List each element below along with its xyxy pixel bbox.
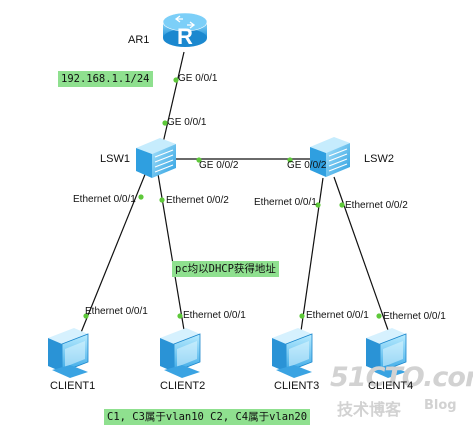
port-client1-eth-label: Ethernet 0/0/1 — [85, 306, 148, 317]
router-icon[interactable]: R — [162, 12, 208, 49]
port-client2-eth-label: Ethernet 0/0/1 — [183, 310, 246, 321]
port-ar1-ge-label: GE 0/0/1 — [178, 73, 218, 84]
port-lsw1-up-label: GE 0/0/1 — [167, 117, 207, 128]
client2-label: CLIENT2 — [160, 380, 206, 392]
pc-client1-icon[interactable] — [48, 328, 89, 378]
port-lsw1-eth2-label: Ethernet 0/0/2 — [166, 195, 229, 206]
link-lsw2-client4 — [333, 176, 389, 331]
port-dots — [83, 77, 382, 319]
svg-text:R: R — [177, 24, 193, 49]
client3-label: CLIENT3 — [274, 380, 320, 392]
port-client4-eth-label: Ethernet 0/0/1 — [383, 311, 446, 322]
switch-lsw2-label: LSW2 — [364, 153, 394, 165]
switch-lsw1-label: LSW1 — [100, 153, 130, 165]
router-ar1-label: AR1 — [128, 34, 150, 46]
switch-lsw1-icon[interactable] — [136, 138, 176, 178]
client1-label: CLIENT1 — [50, 380, 96, 392]
port-lsw2-ge2-label: GE 0/0/2 — [287, 160, 327, 171]
pc-client4-icon[interactable] — [366, 328, 407, 378]
client4-label: CLIENT4 — [368, 380, 414, 392]
pc-client2-icon[interactable] — [160, 328, 201, 378]
port-lsw1-ge2-label: GE 0/0/2 — [199, 160, 239, 171]
switch-lsw2-icon[interactable] — [310, 137, 350, 177]
watermark-site: 51CTO.com — [330, 362, 473, 393]
port-lsw1-eth1-label: Ethernet 0/0/1 — [73, 194, 136, 205]
watermark-blog: Blog — [424, 398, 457, 413]
dhcp-note: pc均以DHCP获得地址 — [172, 261, 279, 277]
vlan-note: C1, C3属于vlan10 C2, C4属于vlan20 — [104, 409, 311, 425]
ip-address-note: 192.168.1.1/24 — [58, 71, 153, 87]
port-lsw2-eth2-label: Ethernet 0/0/2 — [345, 200, 408, 211]
pc-client3-icon[interactable] — [272, 328, 313, 378]
port-client3-eth-label: Ethernet 0/0/1 — [306, 310, 369, 321]
link-ar1-lsw1 — [162, 51, 185, 144]
watermark-sub: 技术博客 — [337, 400, 402, 419]
port-lsw2-eth1-label: Ethernet 0/0/1 — [254, 197, 317, 208]
link-lsw1-client1 — [79, 171, 147, 336]
